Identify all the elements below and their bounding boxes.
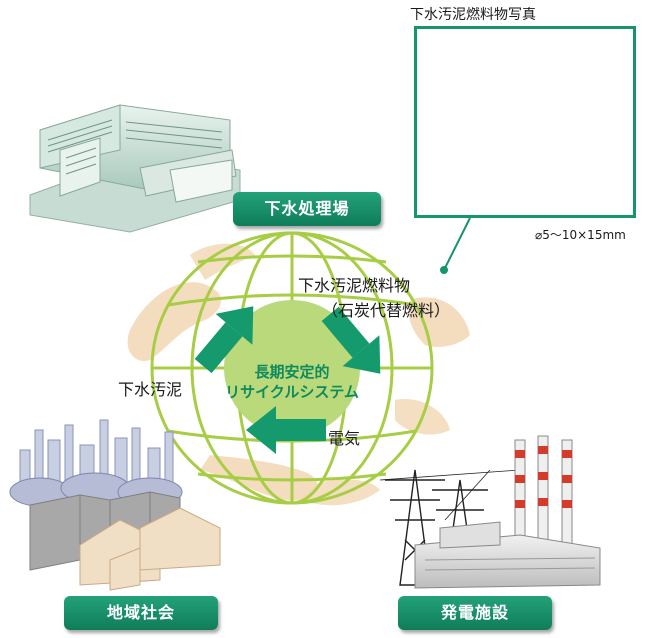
center-line-2: リサイクルシステム — [225, 383, 359, 401]
center-title: 長期安定的 リサイクルシステム — [212, 362, 372, 402]
center-disc — [224, 300, 360, 436]
badge-power-plant: 発電施設 — [398, 596, 552, 630]
cycle-arrows — [194, 306, 381, 454]
photo-leader-line — [440, 217, 471, 274]
power-plant-illustration — [379, 435, 601, 589]
arrow-down-right — [321, 306, 381, 374]
badge-treatment-plant: 下水処理場 — [233, 192, 381, 226]
badge-community: 地域社会 — [64, 596, 218, 630]
photo-frame — [414, 26, 636, 218]
arrow-up-right — [194, 306, 254, 374]
photo-title: 下水汚泥燃料物写真 — [410, 7, 536, 23]
globe-illustration — [127, 231, 470, 506]
photo-caption: ⌀5〜10×15mm — [535, 228, 626, 242]
arrow-left — [246, 406, 326, 454]
center-line-1: 長期安定的 — [254, 363, 330, 381]
community-illustration — [9, 419, 221, 591]
fuel-label: 下水汚泥燃料物 — [298, 276, 411, 295]
treatment-plant-illustration — [29, 104, 241, 233]
electricity-label: 電気 — [328, 429, 361, 448]
sludge-label: 下水汚泥 — [118, 380, 183, 399]
fuel-sublabel: （石炭代替燃料） — [322, 301, 451, 320]
